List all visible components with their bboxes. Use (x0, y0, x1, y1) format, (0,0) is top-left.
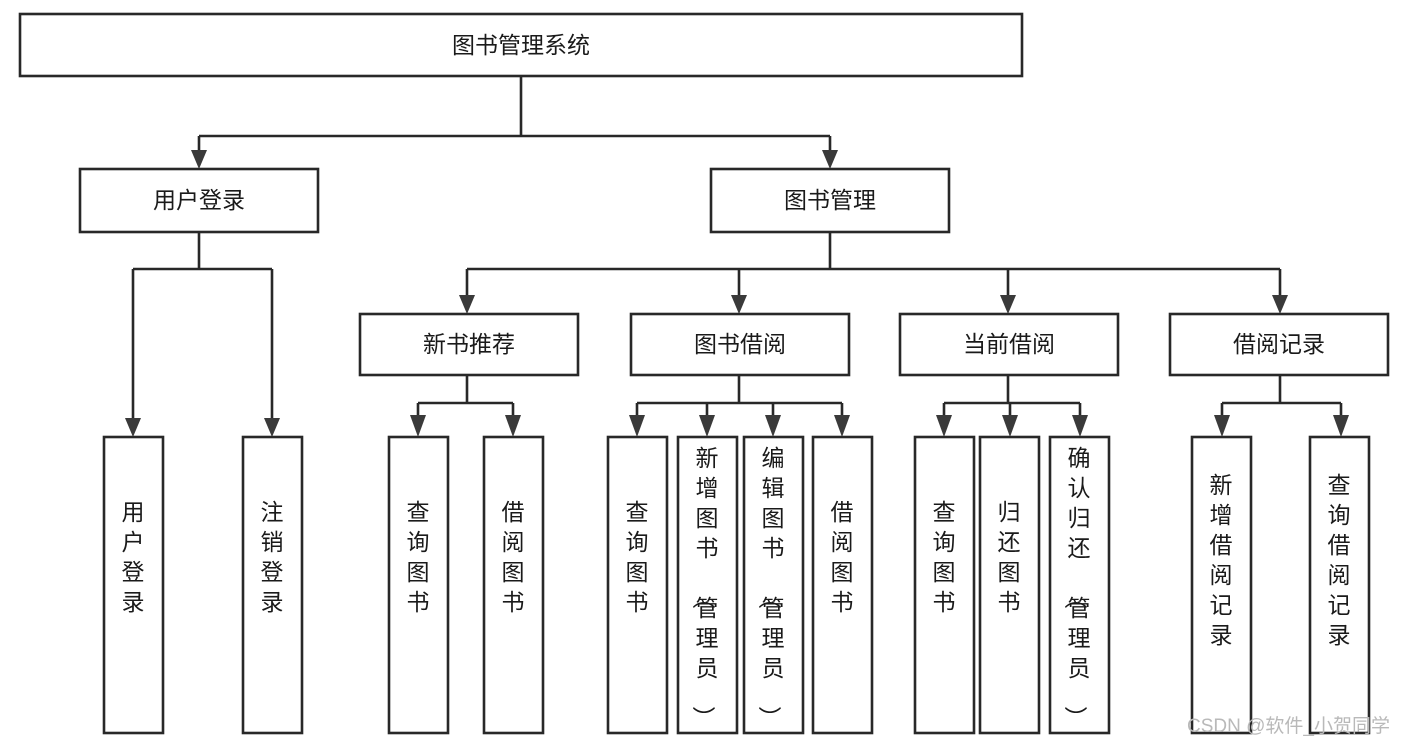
node-leaf-confirm-return[interactable]: 确认归还（管理员） (1048, 435, 1111, 735)
arrow-head-book-manage (822, 150, 838, 169)
node-leaf-logout-login-box[interactable] (241, 435, 304, 735)
node-user-login-box[interactable] (78, 167, 320, 234)
node-leaf-borrow-book-1-box[interactable] (482, 435, 545, 735)
node-root-box[interactable] (18, 12, 1024, 78)
node-borrow-record[interactable]: 借阅记录 (1168, 312, 1390, 377)
node-leaf-query-borrow-record-label: 查询借阅记录 (1328, 472, 1351, 648)
node-leaf-query-book-3[interactable]: 查询图书 (913, 435, 976, 735)
arrow-head-leaf-edit-book (765, 415, 781, 437)
node-leaf-query-book-2-box[interactable] (606, 435, 669, 735)
node-user-login[interactable]: 用户登录 (78, 167, 320, 234)
arrow-head-user-login (191, 150, 207, 169)
node-root-label: 图书管理系统 (452, 32, 590, 58)
node-leaf-borrow-book-2-label: 借阅图书 (831, 499, 854, 615)
node-leaf-query-book-2[interactable]: 查询图书 (606, 435, 669, 735)
node-leaf-query-book-3-label: 查询图书 (933, 499, 956, 615)
node-leaf-query-book-1-label: 查询图书 (407, 499, 430, 615)
arrow-head-leaf-logout-login (264, 418, 280, 437)
node-new-book-recommend[interactable]: 新书推荐 (358, 312, 580, 377)
node-leaf-borrow-book-1-label: 借阅图书 (502, 499, 525, 615)
arrow-head-leaf-query-book-3 (936, 415, 952, 437)
arrow-head-leaf-user-login (125, 418, 141, 437)
node-leaf-add-borrow-record[interactable]: 新增借阅记录 (1190, 435, 1253, 735)
node-leaf-logout-login[interactable]: 注销登录 (241, 435, 304, 735)
node-leaf-query-book-3-box[interactable] (913, 435, 976, 735)
arrow-head-leaf-query-book-1 (410, 415, 426, 437)
node-new-book-recommend-label: 新书推荐 (423, 331, 515, 357)
arrow-head-leaf-confirm-return (1072, 415, 1088, 437)
node-leaf-confirm-return-label: 确认归还（管理员） (1063, 445, 1091, 729)
arrow-head-current-borrow (1000, 295, 1016, 314)
node-book-borrow-box[interactable] (629, 312, 851, 377)
arrow-head-leaf-query-borrow-record (1333, 415, 1349, 437)
node-borrow-record-box[interactable] (1168, 312, 1390, 377)
node-leaf-confirm-return-box[interactable] (1048, 435, 1111, 735)
node-leaf-query-borrow-record[interactable]: 查询借阅记录 (1308, 435, 1371, 735)
node-root[interactable]: 图书管理系统 (18, 12, 1024, 78)
node-leaf-borrow-book-2-box[interactable] (811, 435, 874, 735)
node-leaf-edit-book-box[interactable] (742, 435, 805, 735)
arrow-head-leaf-borrow-book-2 (834, 415, 850, 437)
node-book-manage[interactable]: 图书管理 (709, 167, 951, 234)
node-leaf-return-book-label: 归还图书 (998, 499, 1021, 615)
node-leaf-query-book-1-box[interactable] (387, 435, 450, 735)
node-leaf-edit-book[interactable]: 编辑图书（管理员） (742, 435, 805, 735)
node-current-borrow-box[interactable] (898, 312, 1120, 377)
node-leaf-return-book[interactable]: 归还图书 (978, 435, 1041, 735)
node-leaf-user-login-box[interactable] (102, 435, 165, 735)
arrow-head-leaf-return-book (1002, 415, 1018, 437)
node-leaf-return-book-box[interactable] (978, 435, 1041, 735)
node-leaf-borrow-book-2[interactable]: 借阅图书 (811, 435, 874, 735)
arrow-head-leaf-add-book (699, 415, 715, 437)
node-book-manage-box[interactable] (709, 167, 951, 234)
node-leaf-add-borrow-record-label: 新增借阅记录 (1210, 472, 1233, 648)
node-leaf-add-book-box[interactable] (676, 435, 739, 735)
node-current-borrow[interactable]: 当前借阅 (898, 312, 1120, 377)
arrow-head-leaf-query-book-2 (629, 415, 645, 437)
node-leaf-user-login[interactable]: 用户登录 (102, 435, 165, 735)
node-leaf-add-book[interactable]: 新增图书（管理员） (676, 435, 739, 735)
node-book-borrow-label: 图书借阅 (694, 331, 786, 357)
node-leaf-borrow-book-1[interactable]: 借阅图书 (482, 435, 545, 735)
arrow-head-new-book-recommend (459, 295, 475, 314)
node-user-login-label: 用户登录 (153, 187, 245, 213)
arrow-head-leaf-add-borrow-record (1214, 415, 1230, 437)
node-book-borrow[interactable]: 图书借阅 (629, 312, 851, 377)
arrow-head-book-borrow (731, 295, 747, 314)
arrow-head-borrow-record (1272, 295, 1288, 314)
node-leaf-query-borrow-record-box[interactable] (1308, 435, 1371, 735)
node-leaf-add-borrow-record-box[interactable] (1190, 435, 1253, 735)
node-leaf-user-login-label: 用户登录 (122, 499, 145, 615)
csdn-watermark: CSDN @软件_小贺同学 (1187, 715, 1390, 737)
node-leaf-edit-book-label: 编辑图书（管理员） (757, 445, 785, 729)
node-borrow-record-label: 借阅记录 (1233, 331, 1325, 357)
node-book-manage-label: 图书管理 (784, 187, 876, 213)
node-current-borrow-label: 当前借阅 (963, 331, 1055, 357)
node-leaf-logout-login-label: 注销登录 (261, 499, 284, 615)
leaf-node-group: 用户登录 注销登录 查询图书 借阅图书 查询图书 新增图书（管理员） (102, 435, 1371, 735)
node-new-book-recommend-box[interactable] (358, 312, 580, 377)
arrow-head-leaf-borrow-book-1 (505, 415, 521, 437)
node-leaf-query-book-2-label: 查询图书 (626, 499, 649, 615)
node-leaf-add-book-label: 新增图书（管理员） (691, 445, 719, 729)
node-leaf-query-book-1[interactable]: 查询图书 (387, 435, 450, 735)
connector-layer (125, 76, 1349, 437)
